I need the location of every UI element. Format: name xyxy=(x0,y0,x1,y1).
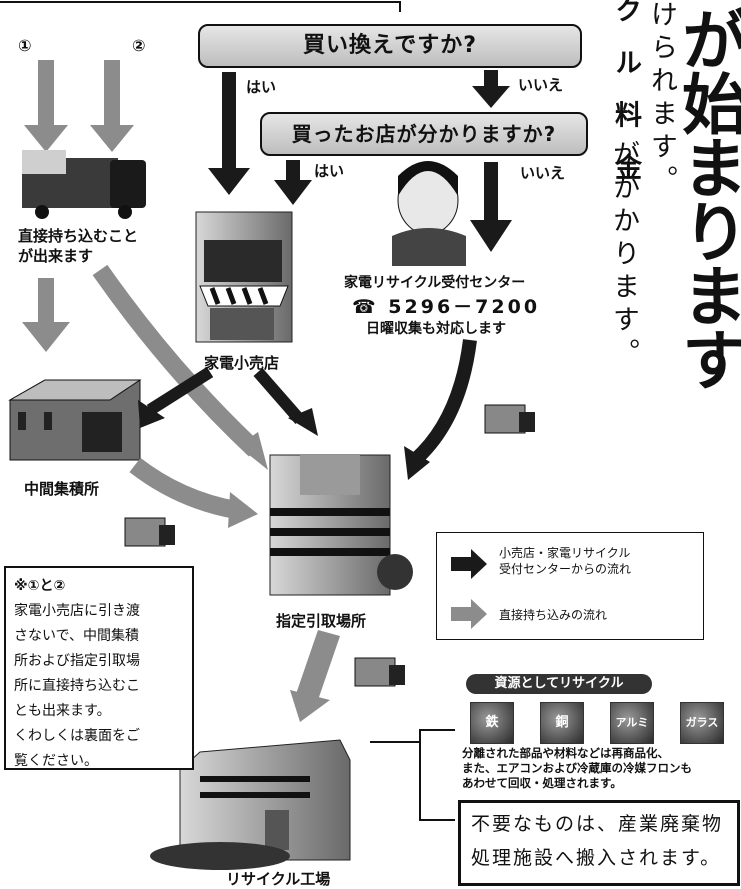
legend-gray-text: 直接持ち込みの流れ xyxy=(499,608,608,622)
truck-illustration xyxy=(22,150,146,219)
side-big-text: が始まります xyxy=(671,6,741,390)
note-line: 家電小売店に引き渡 xyxy=(14,603,140,619)
arrow-truck-to-warehouse xyxy=(22,278,70,352)
truck-small-2 xyxy=(124,517,175,547)
note-line: 所および指定引取場 xyxy=(14,653,140,669)
designated-building-illustration xyxy=(269,454,413,596)
arrow-direct-2 xyxy=(90,60,134,152)
note-box: ※①と② 家電小売店に引き渡 さないで、中間集積 所および指定引取場 所に直接持… xyxy=(4,566,194,770)
number-2: ② xyxy=(132,36,146,55)
warehouse-illustration xyxy=(8,379,142,461)
arrow-no2 xyxy=(470,162,512,252)
retail-store-illustration xyxy=(195,211,293,343)
connector-lines xyxy=(370,729,455,821)
side-text-2: がかかります。 xyxy=(608,140,639,371)
center-phone: ☎ 5296－7200 xyxy=(352,292,540,319)
note-line: さないで、中間集積 xyxy=(14,628,140,644)
legend-gray-arrow-icon xyxy=(451,599,487,629)
note-title: ※①と② xyxy=(14,578,66,594)
label-yes-2: はい xyxy=(314,162,345,180)
phone-icon: ☎ xyxy=(352,296,379,318)
arrow-to-factory xyxy=(290,630,340,722)
arrow-center-to-designated xyxy=(410,339,477,466)
number-1: ① xyxy=(18,36,32,55)
side-text-partial: ク ル 料 金 xyxy=(610,0,641,189)
label-sunday: 日曜収集も対応します xyxy=(366,321,506,337)
question-know-store: 買ったお店が分かりますか? xyxy=(260,112,588,156)
resource-aluminum: アルミ xyxy=(610,702,654,744)
label-designated: 指定引取場所 xyxy=(276,612,367,630)
note-line: 覧ください。 xyxy=(14,753,98,769)
phone-number: 5296－7200 xyxy=(388,296,541,318)
arrow-direct-1 xyxy=(24,60,68,152)
arrow-retail-to-warehouse xyxy=(146,366,214,416)
arrow-no1 xyxy=(472,70,510,108)
factory-illustration xyxy=(150,739,351,870)
arrow-yes1 xyxy=(208,72,250,195)
label-direct-carry: 直接持ち込むこと が出来ます xyxy=(18,227,139,265)
question-buy-replacement: 買い換えですか? xyxy=(198,24,582,68)
legend-black-text: 小売店・家電リサイクル 受付センターからの流れ xyxy=(499,546,632,576)
final-line-2: 処理施設へ搬入されます。 xyxy=(471,847,722,869)
label-no-2: いいえ xyxy=(520,164,566,182)
operator-illustration xyxy=(392,161,466,266)
recycle-description: 分離された部品や材料などは再商品化、 また、エアコンおよび冷蔵庫の冷媒フロンも … xyxy=(462,746,692,790)
label-warehouse: 中間集積所 xyxy=(24,480,100,498)
arrow-warehouse-to-designated xyxy=(129,457,238,519)
final-message-box: 不要なものは、産業廃棄物 処理施設へ搬入されます。 xyxy=(458,800,740,886)
note-line: 所に直接持ち込むこ xyxy=(14,678,140,694)
resource-copper: 銅 xyxy=(540,702,584,744)
recycle-banner: 資源としてリサイクル xyxy=(466,674,652,694)
note-line: くわしくは裏面をご xyxy=(14,728,140,744)
label-no-1: いいえ xyxy=(518,76,564,94)
arrow-yes2 xyxy=(274,160,312,205)
label-retail-store: 家電小売店 xyxy=(204,354,280,372)
arrow-direct-to-designated xyxy=(92,264,262,457)
truck-small-3 xyxy=(354,657,405,687)
note-line: とも出来ます。 xyxy=(14,703,111,719)
resource-glass: ガラス xyxy=(680,702,724,744)
arrow-retail-to-designated xyxy=(253,368,305,424)
legend-box: 小売店・家電リサイクル 受付センターからの流れ 直接持ち込みの流れ xyxy=(436,532,704,640)
resource-iron: 鉄 xyxy=(470,702,514,744)
truck-small-1 xyxy=(484,404,535,434)
final-line-1: 不要なものは、産業廃棄物 xyxy=(471,813,724,835)
label-center-name: 家電リサイクル受付センター xyxy=(344,275,526,291)
label-factory: リサイクル工場 xyxy=(226,870,331,888)
label-yes-1: はい xyxy=(246,78,277,96)
side-text-1: けられます。 xyxy=(646,0,677,198)
legend-black-arrow-icon xyxy=(451,549,487,579)
